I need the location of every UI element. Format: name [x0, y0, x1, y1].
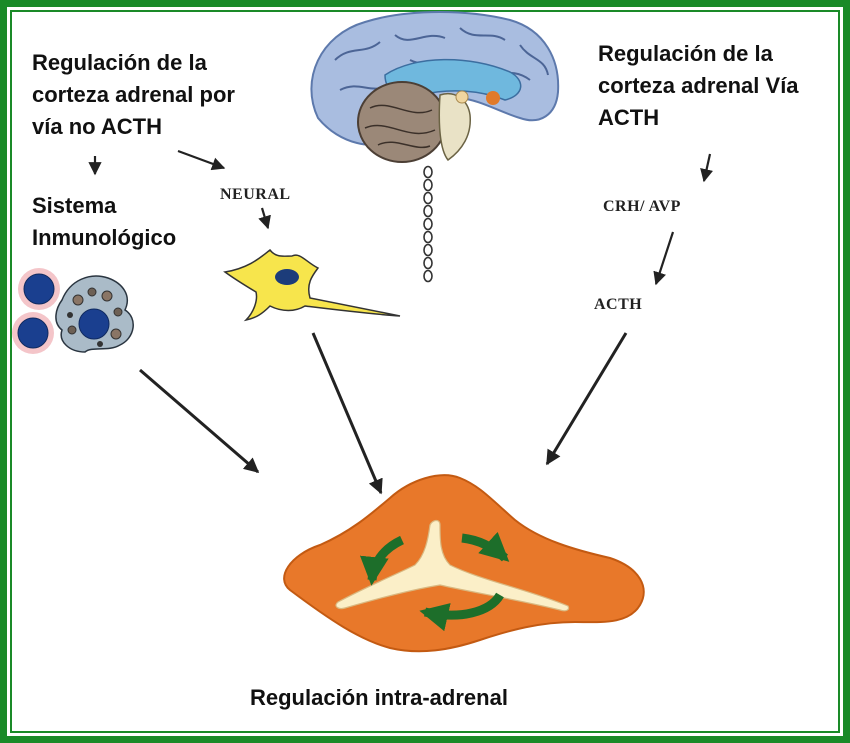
acth-title-line-1: Regulación de la [598, 41, 773, 66]
non-acth-title-line-1: Regulación de la [32, 50, 207, 75]
spinal-column-icon [423, 165, 433, 283]
immune-cells-icon [12, 268, 134, 354]
neural-label: NEURAL [220, 186, 291, 203]
immune-label-line-2: Inmunológico [32, 225, 177, 250]
acth-title-line-2: corteza adrenal Vía [598, 73, 799, 98]
non-acth-title-line-2: corteza adrenal por [32, 82, 235, 107]
pathway-arrows [88, 149, 714, 495]
non-acth-title: Regulación de la corteza adrenal por vía… [32, 47, 235, 143]
acth-title-line-3: ACTH [598, 105, 660, 130]
acth-title: Regulación de la corteza adrenal Vía ACT… [598, 38, 799, 134]
immune-system-label: Sistema Inmunológico [32, 190, 176, 254]
intra-adrenal-label: Regulación intra-adrenal [250, 685, 508, 710]
brain-icon [310, 11, 560, 163]
crh-avp-label: CRH/ AVP [603, 198, 681, 215]
non-acth-title-line-3: vía no ACTH [32, 114, 162, 139]
acth-label: ACTH [594, 296, 643, 313]
adrenal-gland-icon [283, 474, 645, 653]
immune-label-line-1: Sistema [32, 193, 117, 218]
neuron-icon [223, 248, 401, 322]
